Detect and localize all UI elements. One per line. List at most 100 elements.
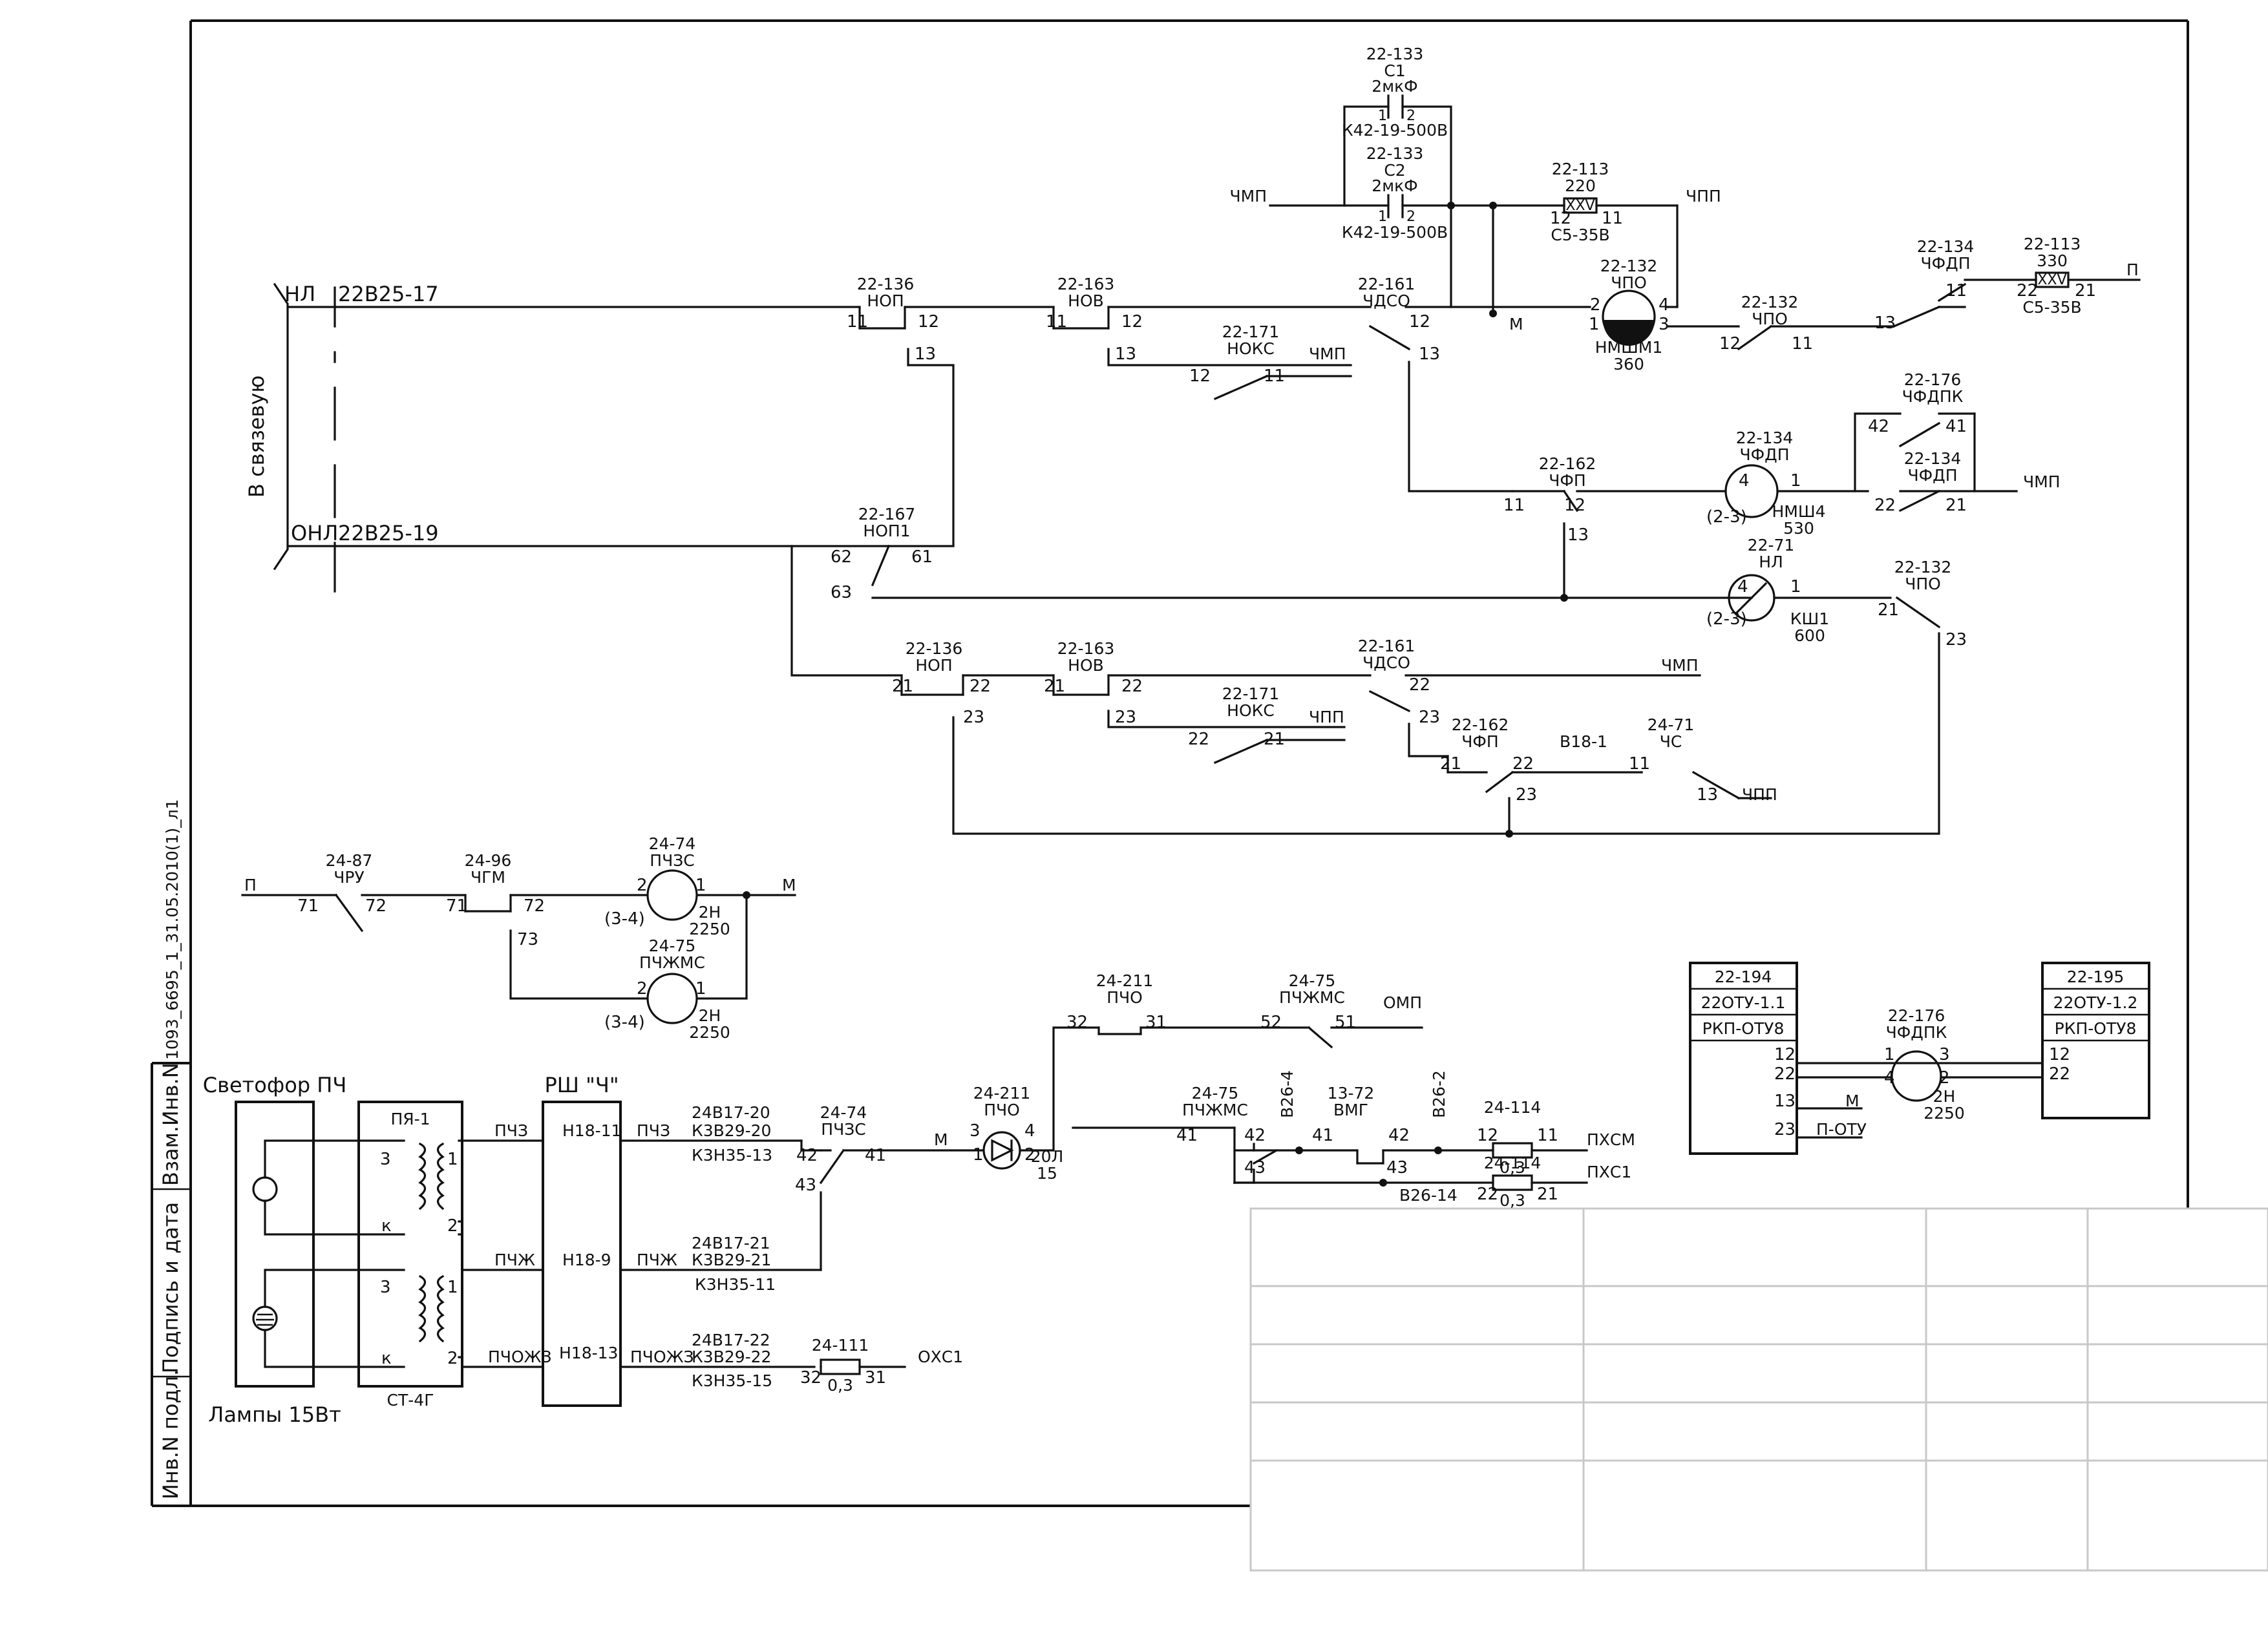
lamps-label: Лампы 15Вт <box>208 1402 341 1427</box>
c1-pin1: 1 <box>1378 108 1387 124</box>
r330-ref: 22-113 <box>2024 235 2081 253</box>
to-link-label: В связевую <box>244 375 269 498</box>
r220-ref: 22-113 <box>1552 160 1609 178</box>
chru-pin71: 71 <box>297 896 319 916</box>
middle-wiring <box>790 412 2018 835</box>
chfdpk-ref: 22-176 <box>1904 370 1962 389</box>
tr1-pin3: 3 <box>380 1150 391 1169</box>
otu-relay-type: 2Н <box>1933 1087 1956 1106</box>
pchzs-type: 2Н <box>699 903 721 922</box>
mid-chfp-pin13: 13 <box>1567 525 1589 545</box>
chgm-pin72: 72 <box>524 896 545 916</box>
sig-line2-k2: К3В29-22 <box>692 1347 771 1366</box>
otu-right-0: 22-195 <box>2067 967 2125 986</box>
pchzhms-c-name: ПЧЖМС <box>1279 988 1345 1007</box>
mid-chfp-pin12: 12 <box>1564 496 1585 515</box>
otu-relay-pin2: 2 <box>1939 1068 1950 1088</box>
fuse-hsm-ref: 24-114 <box>1484 1098 1542 1117</box>
mid-chfp-name: ЧФП <box>1549 471 1585 490</box>
chpo-c-pin12: 12 <box>1719 334 1741 354</box>
tr-top: ПЯ-1 <box>390 1110 430 1128</box>
sig-line0-wire2: ПЧЗ <box>637 1121 670 1140</box>
pchzs-side: (3-4) <box>604 909 645 929</box>
nop1-pin61: 61 <box>911 547 933 567</box>
rsh-label: РШ "Ч" <box>544 1073 619 1097</box>
sig-line1-k3: К3Н35-11 <box>695 1275 776 1294</box>
low-nop-pin21: 21 <box>892 677 913 696</box>
low-noks-name: НОКС <box>1227 701 1275 720</box>
low-nov-pin21: 21 <box>1044 677 1065 696</box>
pchzhms-type: 2Н <box>699 1006 721 1025</box>
chfdp-top-pin11: 11 <box>1945 281 1967 301</box>
nl-relay-pin1: 1 <box>1790 577 1801 597</box>
chfdp-top-pin13: 13 <box>1874 313 1896 333</box>
c2-value: 2мкФ <box>1372 176 1417 195</box>
signal-section <box>235 1026 1588 1407</box>
chs-pin11: 11 <box>1629 754 1650 774</box>
nop1-pin63: 63 <box>831 583 852 602</box>
chfdp-c-ref: 22-134 <box>1904 449 1962 468</box>
chpo-ref: 22-132 <box>1600 257 1658 275</box>
otu-right-2: РКП-ОТУ8 <box>2055 1019 2137 1038</box>
low-chdso-ref: 22-161 <box>1358 637 1415 655</box>
b18-label: В18-1 <box>1560 732 1607 751</box>
capacitor-block <box>1269 94 1679 315</box>
vmg-pin43: 43 <box>1386 1158 1408 1178</box>
pcho-d-pin3: 3 <box>970 1121 980 1141</box>
pcho-d-num: 15 <box>1037 1164 1057 1183</box>
wire-m-pchzs: М <box>782 876 796 894</box>
pchzs-pin1: 1 <box>695 876 706 895</box>
low-chfp-pin22: 22 <box>1512 754 1534 774</box>
b26-14: В26-14 <box>1399 1186 1457 1205</box>
lower-row-wiring <box>900 674 1772 838</box>
sig-line2-term: Н18-13 <box>559 1344 618 1362</box>
nl-relay-type: КШ1 <box>1790 609 1829 628</box>
r330-pin21: 21 <box>2075 281 2096 301</box>
chpo-pin1: 1 <box>1589 315 1600 334</box>
chgm-pin71: 71 <box>446 896 467 916</box>
sig-line1-term: Н18-9 <box>562 1251 611 1269</box>
pchzhms-c-ref: 24-75 <box>1289 971 1336 990</box>
chfdp-relay-ref: 22-134 <box>1736 428 1794 447</box>
tr1-pink: к <box>381 1216 392 1236</box>
otu-relay-ref: 22-176 <box>1888 1006 1945 1025</box>
top-nop-pin12: 12 <box>918 312 939 332</box>
chfdpk-pin41: 41 <box>1945 417 1967 436</box>
b26-4: В26-4 <box>1278 1070 1297 1118</box>
signal-title: Светофор ПЧ <box>203 1073 347 1097</box>
pchzhms-side: (3-4) <box>604 1013 645 1032</box>
fuse-hsm-out: ПХСМ <box>1587 1130 1635 1149</box>
r220-code: XXV <box>1565 198 1595 214</box>
fuse-hs1-ref: 24-114 <box>1484 1154 1542 1172</box>
fuse-hsm-value: 0,3 <box>1500 1158 1525 1177</box>
pchzs-c-ref: 24-74 <box>820 1103 867 1122</box>
otu-left-pin22: 22 <box>1774 1064 1796 1084</box>
pchzs-c-pin42: 42 <box>796 1146 818 1165</box>
nop1-ref: 22-167 <box>858 505 916 523</box>
fuse-os1-out: ОХС1 <box>918 1347 963 1366</box>
chpo-pin3: 3 <box>1659 315 1669 334</box>
sig-line0-k2: К3В29-20 <box>692 1121 771 1140</box>
otu-relay-pin1: 1 <box>1884 1045 1895 1064</box>
chpo-pin4: 4 <box>1659 295 1669 315</box>
pcho-d-pin1: 1 <box>973 1145 984 1165</box>
tr-bottom: СТ-4Г <box>387 1391 434 1410</box>
tr2-pin1: 1 <box>447 1278 458 1297</box>
pcho-d-pin2: 2 <box>1024 1145 1035 1165</box>
top-chdso-name: ЧДСО <box>1362 291 1410 310</box>
top-nop-pin11: 11 <box>847 312 868 332</box>
low-nov-name: НОВ <box>1068 656 1104 675</box>
sig-line2-k1: 24В17-22 <box>692 1331 770 1349</box>
wire-p-top: П <box>2126 260 2139 279</box>
pcho-d-pin4: 4 <box>1024 1121 1035 1141</box>
pchzhms-res: 2250 <box>689 1023 730 1042</box>
sig-line0-k1: 24В17-20 <box>692 1103 770 1122</box>
drawing-frame <box>151 19 2189 1507</box>
stamp-inv-podl: Инв.N подл. <box>158 1369 183 1499</box>
mid-chfp-pin11: 11 <box>1503 496 1525 515</box>
pchzhms-ref: 24-75 <box>649 936 696 955</box>
wire-chmp-mid: ЧМП <box>2023 472 2061 491</box>
sheet-id: 1093_6695_1_31.05.2010(1)_л1 <box>163 799 182 1060</box>
c1-ref: 22-133 <box>1366 45 1424 63</box>
sig-line2-k3: К3Н35-15 <box>692 1371 772 1390</box>
